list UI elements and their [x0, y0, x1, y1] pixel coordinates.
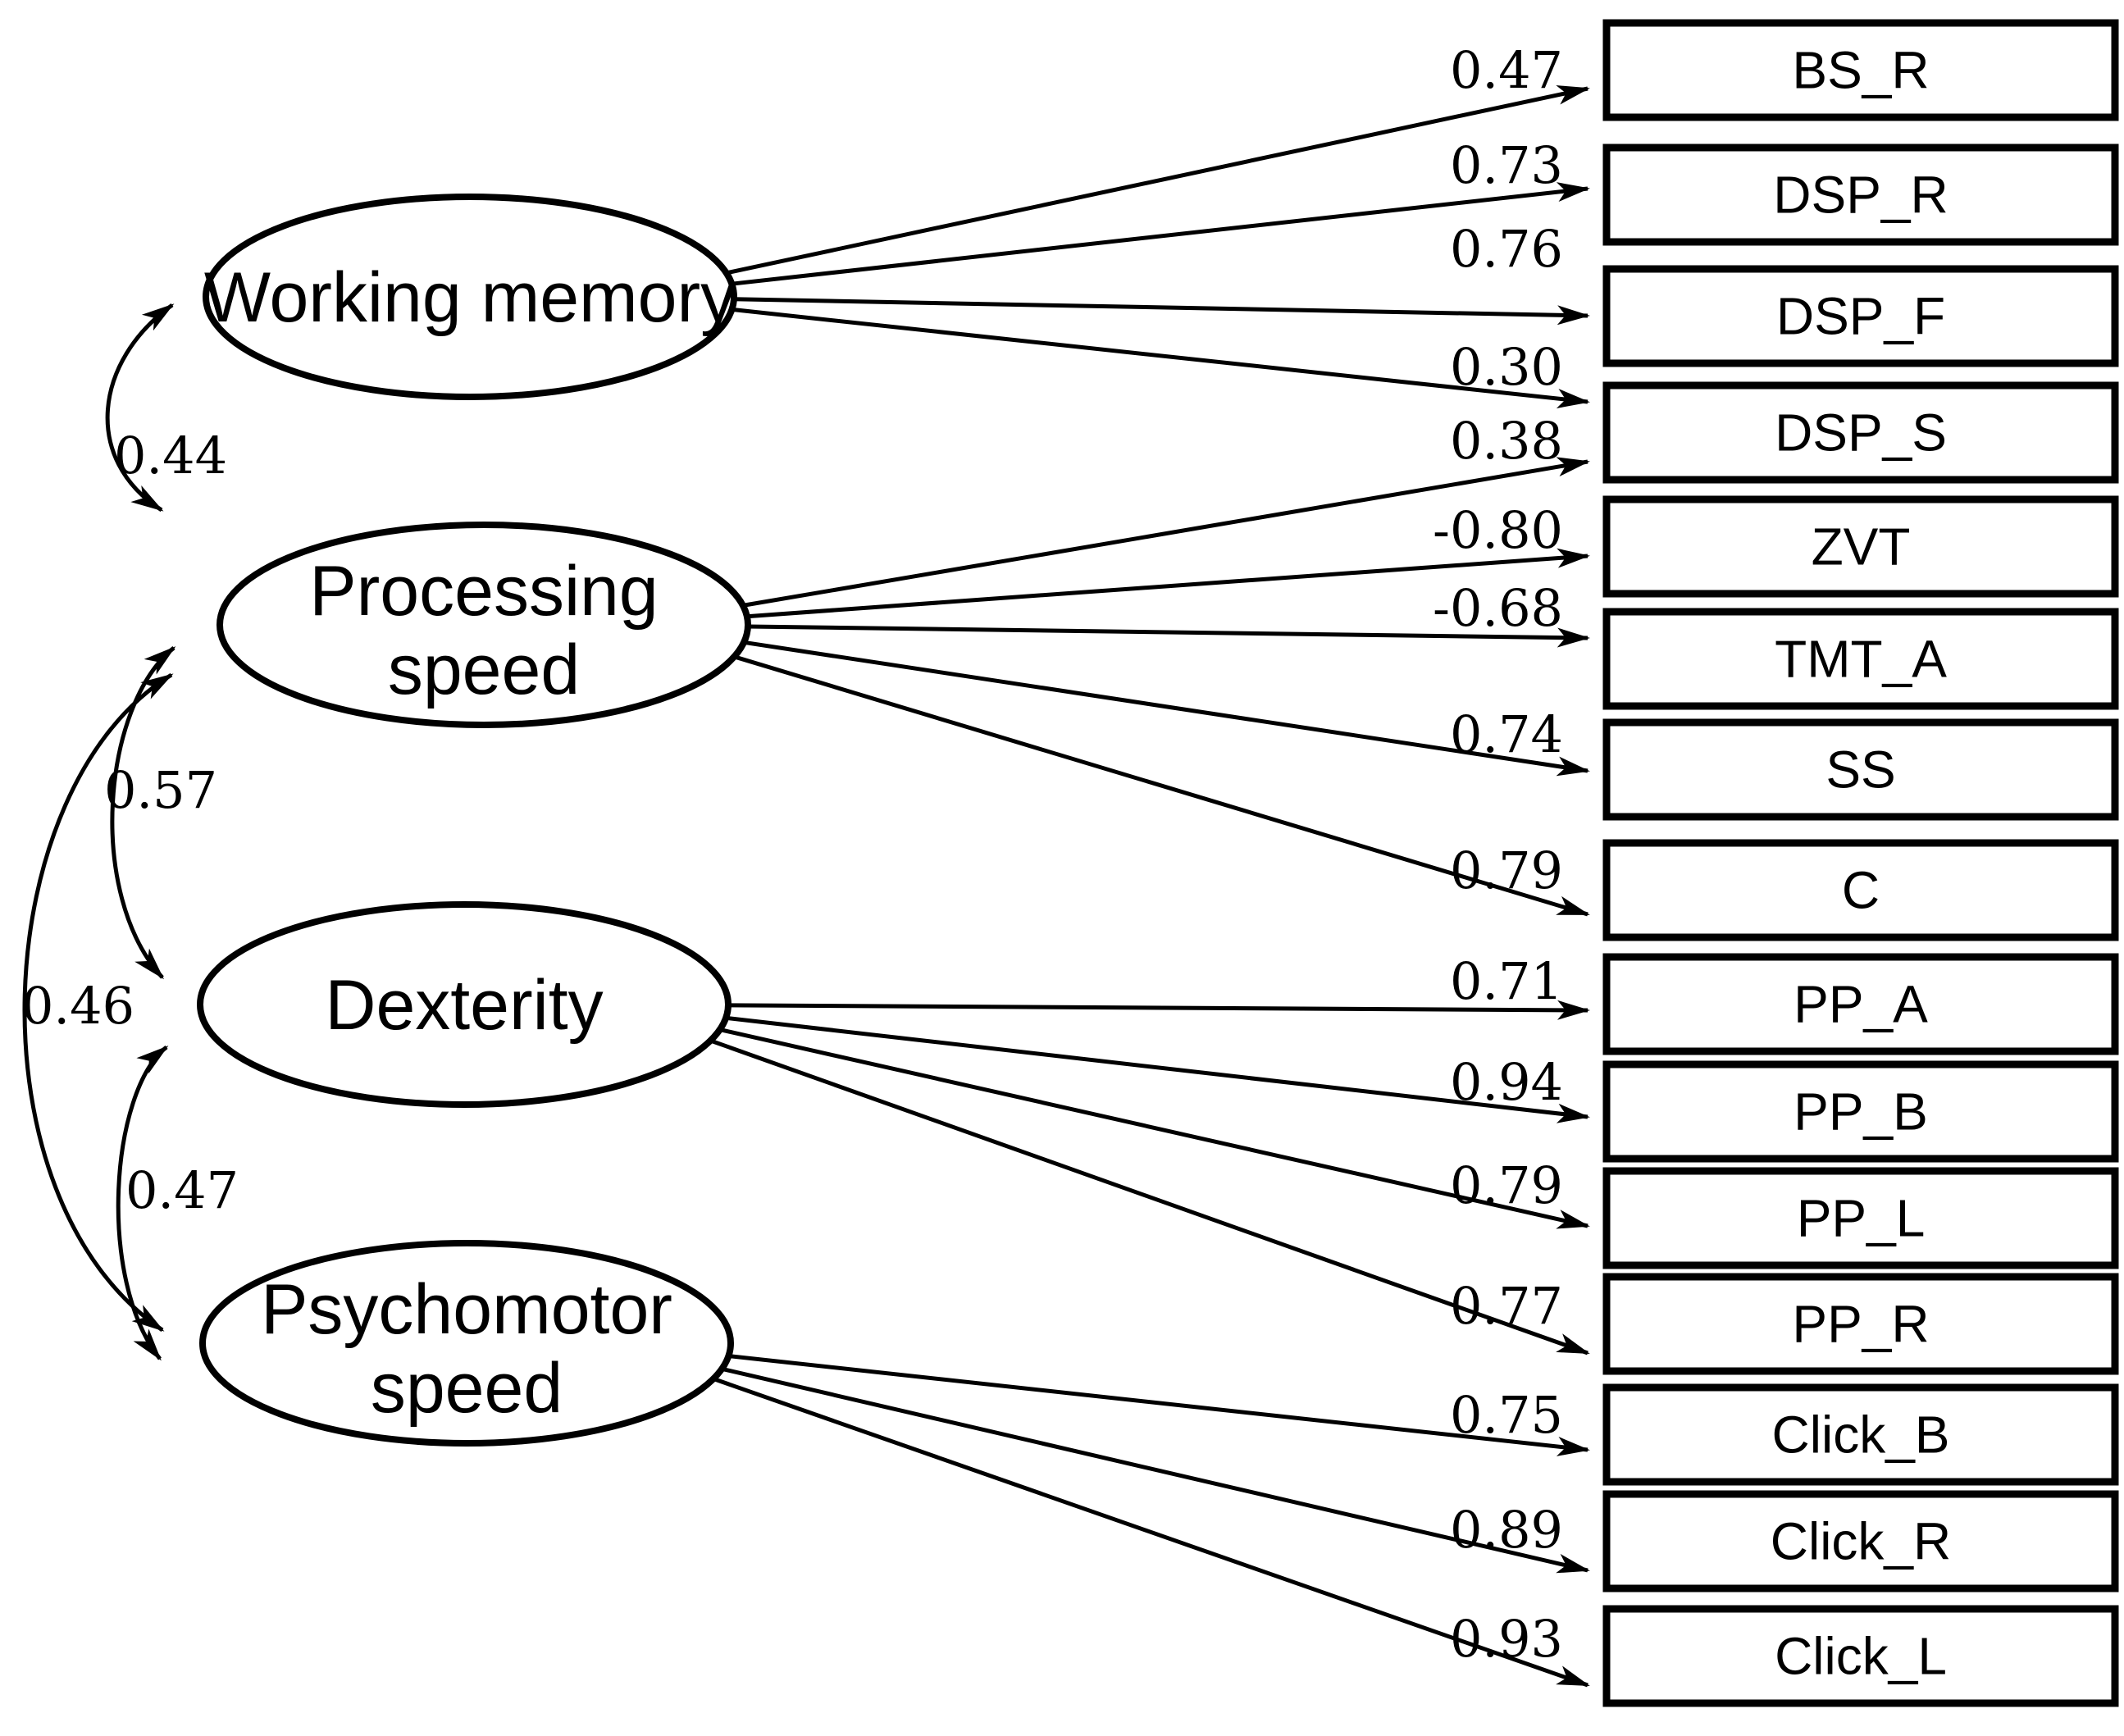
loading-arrow-dex-PP_B — [725, 1015, 1590, 1123]
loading-arrow-ps-SS — [743, 640, 1590, 777]
indicator-label-DSP_R: DSP_R — [1773, 166, 1948, 225]
loading-value-wm-DSP_S: 0.30 — [1450, 337, 1563, 397]
correlation-value-wm-ps: 0.44 — [114, 426, 227, 485]
indicator-label-BS_R: BS_R — [1792, 41, 1929, 100]
factor-label-line: speed — [388, 631, 580, 709]
loading-arrow-dex-PP_R — [709, 1038, 1590, 1356]
indicator-label-TMT_A: TMT_A — [1775, 630, 1947, 689]
loading-arrow-dex-PP_A — [727, 1000, 1590, 1020]
indicator-label-C: C — [1842, 861, 1880, 920]
factor-ellipse-wm — [203, 194, 737, 400]
factor-label-line: Processing — [309, 552, 658, 631]
loading-value-wm-BS_R: 0.47 — [1450, 40, 1563, 100]
value-labels-group: 0.44 0.57 0.46 0.47 0.47 0.73 0.76 0.30 0.38 -0.8… — [21, 40, 1563, 1669]
indicator-label-PP_L: PP_L — [1797, 1189, 1926, 1248]
loading-value-ps-DSP_S: 0.38 — [1450, 411, 1563, 471]
factor-label-line: Working memory — [204, 258, 736, 337]
factor-label-wm: Working memory — [204, 258, 736, 337]
correlation-curves-group — [22, 303, 176, 1361]
correlation-arrow-wm-ps — [105, 303, 175, 513]
loading-arrow-wm-DSP_F — [733, 297, 1590, 326]
loading-value-ps-SS: 0.74 — [1450, 704, 1563, 764]
factor-ellipse-dex — [197, 901, 732, 1108]
indicator-label-Click_L: Click_L — [1775, 1627, 1947, 1686]
indicator-label-Click_B: Click_B — [1772, 1406, 1950, 1465]
correlation-value-dex-pm: 0.47 — [125, 1160, 239, 1220]
indicator-label-PP_B: PP_B — [1794, 1082, 1928, 1141]
factor-label-line: Dexterity — [325, 966, 603, 1045]
loading-arrow-dex-PP_L — [719, 1027, 1590, 1229]
indicator-label-PP_A: PP_A — [1794, 975, 1928, 1034]
indicator-box-PP_B — [1602, 1060, 2119, 1163]
loading-value-dex-PP_A: 0.71 — [1450, 951, 1563, 1011]
loading-value-wm-DSP_R: 0.73 — [1450, 135, 1563, 195]
correlation-value-ps-pm: 0.46 — [21, 976, 134, 1036]
loading-value-pm-Click_L: 0.93 — [1450, 1609, 1563, 1669]
loading-arrow-wm-DSP_R — [732, 182, 1590, 286]
indicator-label-DSP_F: DSP_F — [1776, 287, 1945, 346]
indicator-label-PP_R: PP_R — [1792, 1295, 1929, 1354]
loading-value-pm-Click_B: 0.75 — [1450, 1385, 1563, 1445]
indicator-box-Click_L — [1602, 1605, 2119, 1707]
loading-arrow-wm-DSP_S — [732, 307, 1590, 408]
indicator-box-DSP_F — [1602, 265, 2119, 367]
loading-value-dex-PP_L: 0.79 — [1450, 1155, 1563, 1215]
loading-value-ps-C: 0.79 — [1450, 841, 1563, 900]
loading-value-dex-PP_B: 0.94 — [1450, 1052, 1563, 1112]
indicator-box-Click_B — [1602, 1383, 2119, 1486]
indicator-label-DSP_S: DSP_S — [1775, 403, 1947, 462]
loading-arrow-wm-BS_R — [726, 85, 1590, 276]
factor-label-line: speed — [371, 1349, 563, 1428]
loading-value-wm-DSP_F: 0.76 — [1450, 219, 1563, 279]
indicator-box-ZVT — [1602, 495, 2119, 598]
loading-arrow-ps-DSP_S — [742, 457, 1590, 608]
indicator-box-C — [1602, 839, 2119, 941]
correlation-value-ps-dex: 0.57 — [104, 760, 217, 820]
indicator-label-ZVT: ZVT — [1812, 517, 1911, 576]
loading-arrow-pm-Click_L — [713, 1377, 1590, 1688]
loading-value-pm-Click_R: 0.89 — [1450, 1500, 1563, 1560]
indicator-box-DSP_S — [1602, 381, 2119, 484]
loading-arrow-ps-TMT_A — [747, 624, 1590, 648]
factor-label-dex: Dexterity — [325, 966, 603, 1045]
indicator-label-SS: SS — [1825, 740, 1895, 800]
loading-arrow-ps-C — [733, 654, 1590, 917]
indicator-box-BS_R — [1602, 19, 2119, 121]
loading-value-ps-ZVT: -0.80 — [1433, 500, 1563, 560]
loading-arrow-pm-Click_R — [721, 1366, 1590, 1574]
indicator-box-DSP_R — [1602, 144, 2119, 246]
factor-ellipse-pm — [199, 1240, 734, 1447]
loading-value-ps-TMT_A: -0.68 — [1433, 578, 1563, 638]
correlation-arrow-dex-pm — [116, 1046, 169, 1361]
indicator-box-PP_A — [1602, 953, 2119, 1055]
indicator-box-TMT_A — [1602, 608, 2119, 710]
loading-value-dex-PP_R: 0.77 — [1450, 1276, 1563, 1336]
indicator-box-PP_L — [1602, 1167, 2119, 1269]
indicator-box-PP_R — [1602, 1273, 2119, 1375]
factor-ellipse-ps — [217, 522, 751, 728]
indicator-box-SS — [1602, 718, 2119, 821]
loading-arrow-pm-Click_B — [728, 1354, 1590, 1456]
loading-arrow-ps-ZVT — [746, 548, 1590, 619]
indicator-box-Click_R — [1602, 1490, 2119, 1592]
factor-label-line: Psychomotor — [261, 1270, 672, 1349]
loading-arrows-group — [709, 85, 1590, 1688]
correlation-arrow-ps-pm — [22, 672, 174, 1333]
indicator-label-Click_R: Click_R — [1771, 1512, 1951, 1571]
